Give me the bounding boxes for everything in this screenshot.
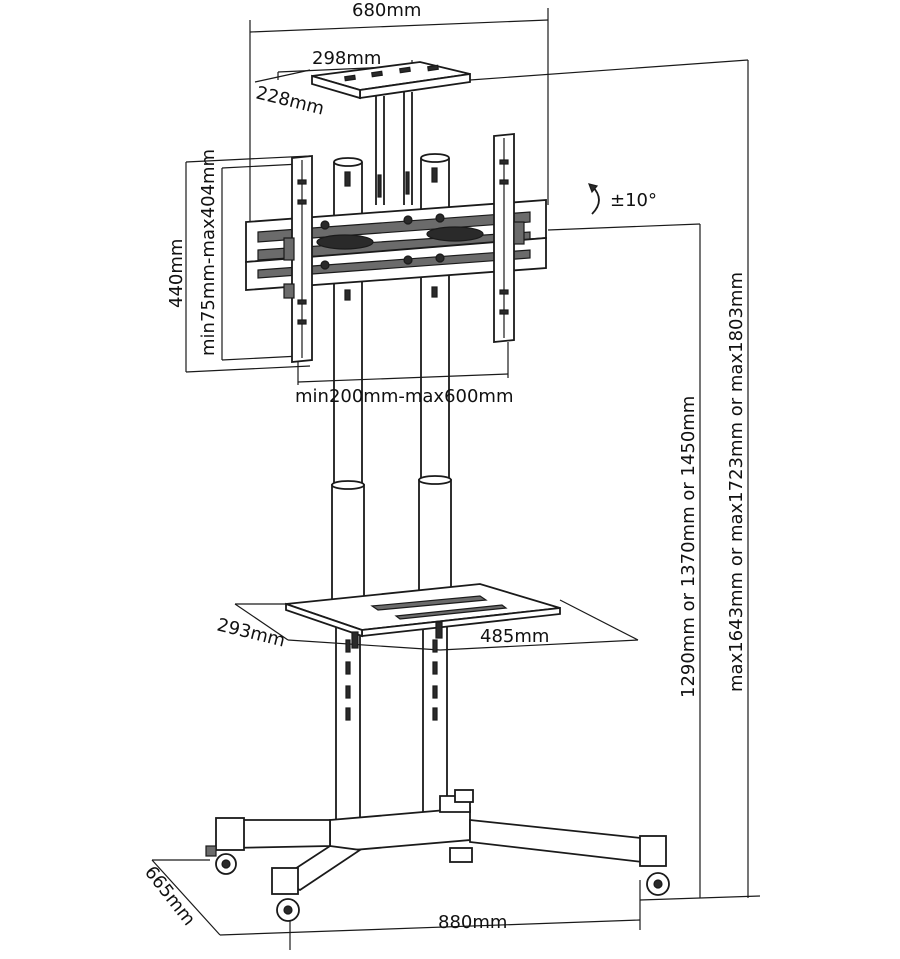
- label-top-shelf-depth: 228mm: [254, 82, 326, 119]
- lower-shelf: [285, 583, 561, 649]
- label-base-width: 880mm: [438, 912, 507, 933]
- label-shelf-width: 485mm: [480, 626, 549, 647]
- label-vesa-horizontal: min200mm-max600mm: [295, 386, 514, 407]
- dimension-lines: [151, 8, 761, 950]
- top-camera-shelf: [311, 61, 471, 205]
- label-overall-width: 680mm: [352, 0, 421, 21]
- label-shelf-heights: 1290mm or 1370mm or 1450mm: [678, 396, 699, 698]
- label-total-heights: max1643mm or max1723mm or max1803mm: [726, 272, 747, 692]
- tilt-arrow-icon: [588, 183, 600, 215]
- rolling-base: [205, 789, 670, 922]
- label-top-shelf-width: 298mm: [312, 48, 381, 69]
- label-shelf-depth: 293mm: [215, 614, 287, 651]
- vertical-poles: [331, 153, 452, 830]
- tv-mount-bracket: [245, 133, 547, 363]
- label-bracket-height: 440mm: [166, 239, 187, 308]
- dimension-labels: 680mm 298mm 228mm 440mm min75mm-max404mm…: [140, 0, 747, 933]
- label-tilt: ±10°: [610, 190, 657, 211]
- label-base-depth: 665mm: [140, 862, 199, 930]
- label-vesa-vertical: min75mm-max404mm: [198, 149, 219, 356]
